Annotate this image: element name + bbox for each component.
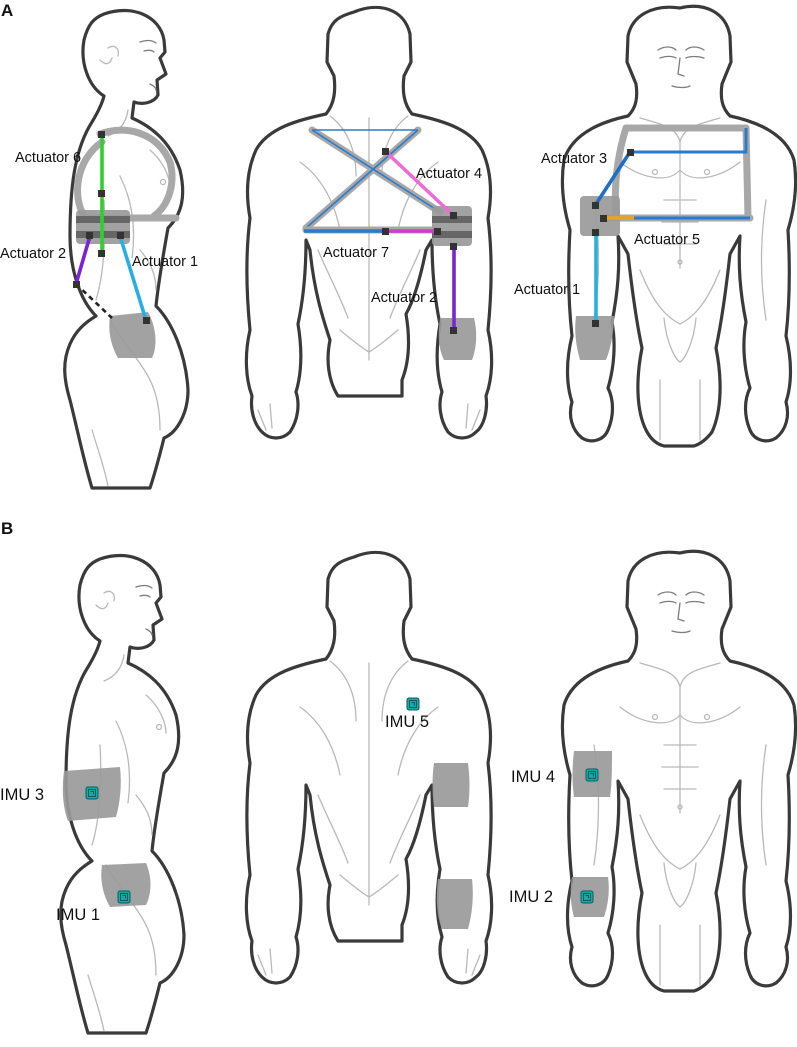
imu-3-icon: [85, 786, 99, 800]
label-imu-2: IMU 2: [509, 888, 553, 906]
label-actuator-1-side: Actuator 1: [132, 254, 198, 270]
panel-b-letter: B: [1, 519, 13, 538]
panel-b-front-view: [560, 549, 797, 993]
side-actuator-1-line: [118, 235, 148, 321]
label-actuator-4: Actuator 4: [416, 166, 482, 182]
panel-a-back-view: Actuator 4 Actuator 7 Actuator 2: [244, 5, 494, 440]
panel-a-letter: A: [1, 1, 13, 20]
label-actuator-7: Actuator 7: [323, 245, 389, 261]
label-imu-3: IMU 3: [0, 786, 44, 804]
imu-5-icon: [406, 697, 420, 711]
back-actuator-4-line: [384, 150, 456, 218]
label-actuator-6: Actuator 6: [15, 150, 81, 166]
label-imu-4: IMU 4: [511, 768, 555, 786]
label-actuator-5: Actuator 5: [634, 232, 700, 248]
imu-4-icon: [585, 768, 599, 782]
imu-2-icon: [580, 890, 594, 904]
label-actuator-2-side: Actuator 2: [0, 246, 66, 262]
panel-a-front-view: Actuator 3 Actuator 5 Actuator 1: [514, 4, 797, 448]
label-actuator-3: Actuator 3: [541, 151, 607, 167]
label-actuator-1-front: Actuator 1: [514, 282, 580, 298]
front-actuator-3-line: [594, 151, 632, 205]
panel-a-side-view: Actuator 6 Actuator 2 Actuator 1: [0, 8, 198, 490]
side-actuator-2-line: [74, 235, 92, 285]
label-imu-5: IMU 5: [385, 713, 429, 731]
panel-b-back-view: [244, 550, 494, 985]
label-actuator-2-back: Actuator 2: [371, 290, 437, 306]
panel-b-side-view: [59, 553, 186, 1035]
label-imu-1: IMU 1: [56, 906, 100, 924]
imu-1-icon: [117, 890, 131, 904]
